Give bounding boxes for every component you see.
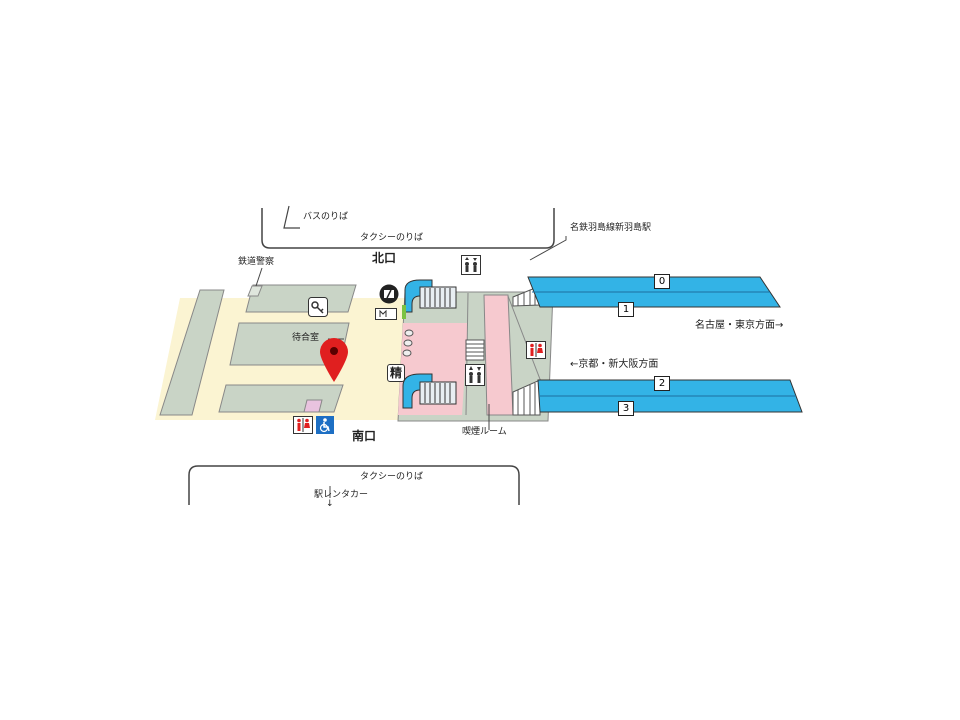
taxi-north-label: タクシーのりば [360,233,424,243]
south-exit-label: 南口 [352,429,377,443]
platform-1[interactable]: 1 [618,302,634,317]
rent-a-car-arrow: ↓ [326,499,334,509]
coin-locker-icon [379,284,399,304]
south-building [218,384,344,413]
toilet-icon [526,341,546,359]
railway-police-label: 鉄道警察 [238,257,275,267]
toilet-icon [293,416,313,434]
elevator-icon [465,364,485,386]
platform-2[interactable]: 2 [654,376,670,391]
north-exit-label: 北口 [372,251,397,265]
green-gate [402,305,406,319]
rent-a-car-label: 駅レンタカー [314,490,369,500]
left-building [159,289,225,416]
bus-bay [283,205,300,229]
location-pin-icon[interactable] [318,336,350,384]
meitetsu-label: 名鉄羽島線新羽島駅 [570,223,652,233]
police-box [247,285,263,297]
bus-stop-label: バスのりば [303,212,349,222]
nagoya-tokyo-direction: 名古屋・東京方面→ [695,320,784,331]
stairs-track-south [512,379,541,416]
south-road-loop [188,465,520,505]
stairs-upper [465,339,485,361]
north-road-loop [261,208,555,249]
platform-3[interactable]: 3 [618,401,634,416]
fare-adjust-label: 精 [387,364,405,382]
wheelchair-icon [316,416,334,434]
meitetsu-leader [529,236,567,261]
restroom-box [303,399,323,413]
atm-icon [375,308,397,320]
smoking-room-label: 喫煙ルーム [462,427,507,437]
elevator-icon [461,255,481,275]
taxi-south-label: タクシーのりば [360,472,424,482]
concourse-strip [483,294,514,416]
key-icon [308,297,328,317]
police-block [245,284,357,313]
waiting-room-label: 待合室 [292,333,320,343]
kyoto-osaka-direction: ←京都・新大阪方面 [570,359,659,370]
platform-0[interactable]: 0 [654,274,670,289]
ticket-gates [402,329,414,357]
